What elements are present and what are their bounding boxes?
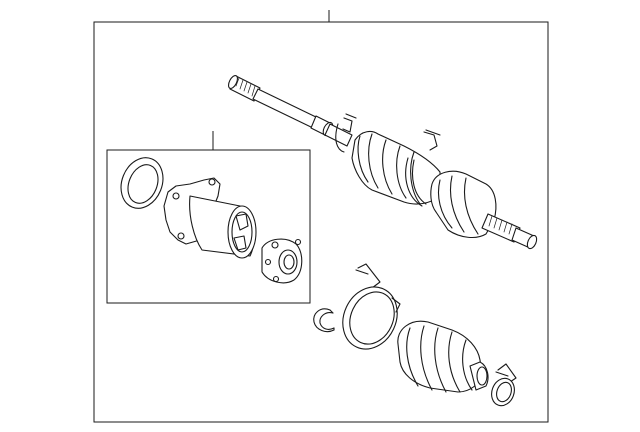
small-boot-clamp — [491, 363, 517, 407]
inner-joint-kit-callout — [106, 131, 311, 304]
tripod-bearing — [261, 238, 303, 284]
main-assembly-callout — [93, 10, 549, 423]
boot-clamp-upper — [335, 113, 357, 153]
boot-clamp — [342, 263, 401, 350]
inner-joint-housing — [163, 177, 257, 259]
inner-joint-kit-frame — [106, 149, 311, 304]
snap-ring — [313, 308, 335, 333]
outer-boot — [397, 320, 489, 393]
axle-shaft — [227, 75, 353, 147]
inner-boot-assembled — [351, 129, 441, 207]
outer-joint-assembled — [430, 170, 538, 250]
seal-ring — [120, 157, 164, 209]
main-assembly-frame — [93, 21, 549, 423]
